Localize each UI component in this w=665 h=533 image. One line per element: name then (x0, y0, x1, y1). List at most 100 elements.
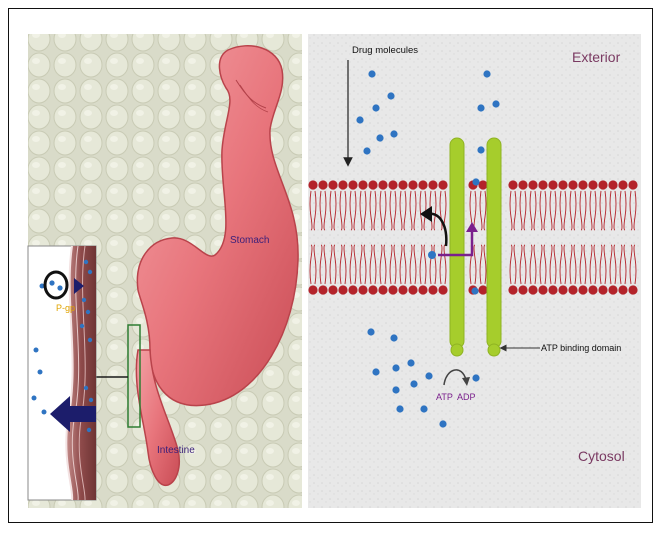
drug-molecule (49, 280, 54, 285)
drug-molecule (89, 398, 93, 402)
drug-molecule (392, 364, 399, 371)
lipid-head (358, 285, 367, 294)
lipid-head (308, 180, 317, 189)
atp-binding-site-left (451, 344, 463, 356)
adp-label: ADP (457, 392, 476, 402)
lipid-head (588, 180, 597, 189)
lipid-head (598, 180, 607, 189)
drug-molecule (87, 428, 91, 432)
lipid-head (428, 285, 437, 294)
lipid-head (438, 180, 447, 189)
drug-molecule (483, 70, 490, 77)
lipid-head (518, 285, 527, 294)
lipid-head (378, 285, 387, 294)
drug-molecule (38, 370, 43, 375)
drug-molecule (82, 298, 86, 302)
drug-molecule (32, 396, 37, 401)
lipid-head (398, 285, 407, 294)
lipid-head (318, 180, 327, 189)
drug-molecule (372, 368, 379, 375)
lipid-head (508, 285, 517, 294)
lipid-head (548, 180, 557, 189)
lipid-head (478, 180, 487, 189)
drug-molecule (80, 324, 84, 328)
transporter-domain-right (487, 138, 501, 348)
drug-molecule (439, 420, 446, 427)
lipid-head (438, 285, 447, 294)
lipid-head (368, 180, 377, 189)
drug-molecule (372, 104, 379, 111)
drug-molecule (472, 178, 479, 185)
drug-molecule (471, 287, 478, 294)
lipid-head (608, 180, 617, 189)
lipid-head (348, 180, 357, 189)
drug-molecule (86, 310, 90, 314)
drug-molecule (34, 348, 39, 353)
lipid-head (558, 180, 567, 189)
atp-label: ATP (436, 392, 453, 402)
lipid-head (508, 180, 517, 189)
lipid-head (418, 285, 427, 294)
lipid-head (358, 180, 367, 189)
lipid-head (398, 180, 407, 189)
drug-molecule (88, 338, 92, 342)
atp-binding-site-right (488, 344, 500, 356)
lipid-head (598, 285, 607, 294)
lipid-head (478, 285, 487, 294)
lipid-head (308, 285, 317, 294)
drug-molecule (42, 410, 47, 415)
lipid-head (408, 180, 417, 189)
drug-molecule (428, 251, 436, 259)
exterior-label: Exterior (572, 49, 621, 65)
lipid-head (568, 285, 577, 294)
drug-molecule (368, 70, 375, 77)
intestine-inset: P-gp (28, 246, 96, 500)
drug-molecule (407, 359, 414, 366)
drug-molecule (88, 270, 92, 274)
lipid-head (578, 180, 587, 189)
drug-molecule (477, 146, 484, 153)
drug-molecule (387, 92, 394, 99)
stomach-label: Stomach (230, 235, 269, 246)
drug-molecule (472, 374, 479, 381)
transporter-domain-left (450, 138, 464, 348)
lipid-head (338, 180, 347, 189)
lipid-head (368, 285, 377, 294)
membrane-background (308, 34, 641, 508)
lipid-head (348, 285, 357, 294)
drug-molecule (84, 260, 88, 264)
drug-molecule (57, 285, 62, 290)
drug-molecule (492, 100, 499, 107)
drug-molecule (356, 116, 363, 123)
drug-molecule (363, 147, 370, 154)
lipid-head (338, 285, 347, 294)
drug-molecule (396, 405, 403, 412)
lipid-head (588, 285, 597, 294)
lipid-head (318, 285, 327, 294)
drug-molecules-label: Drug molecules (352, 45, 418, 56)
lipid-head (428, 180, 437, 189)
drug-molecule (420, 405, 427, 412)
lipid-head (388, 285, 397, 294)
lipid-head (618, 285, 627, 294)
lipid-head (618, 180, 627, 189)
drug-molecule (390, 130, 397, 137)
lipid-head (628, 180, 637, 189)
lipid-head (538, 180, 547, 189)
lipid-head (418, 180, 427, 189)
lipid-head (518, 180, 527, 189)
lipid-head (328, 180, 337, 189)
drug-molecule (84, 386, 88, 390)
intestine-label: Intestine (157, 445, 195, 456)
drug-molecule (390, 334, 397, 341)
right-panel: Drug molecules Exterior Cytosol (308, 34, 641, 508)
lipid-head (608, 285, 617, 294)
lipid-head (568, 180, 577, 189)
drug-molecule (410, 380, 417, 387)
drug-molecule (425, 372, 432, 379)
drug-molecule (376, 134, 383, 141)
lipid-head (558, 285, 567, 294)
lipid-head (528, 285, 537, 294)
lipid-head (578, 285, 587, 294)
